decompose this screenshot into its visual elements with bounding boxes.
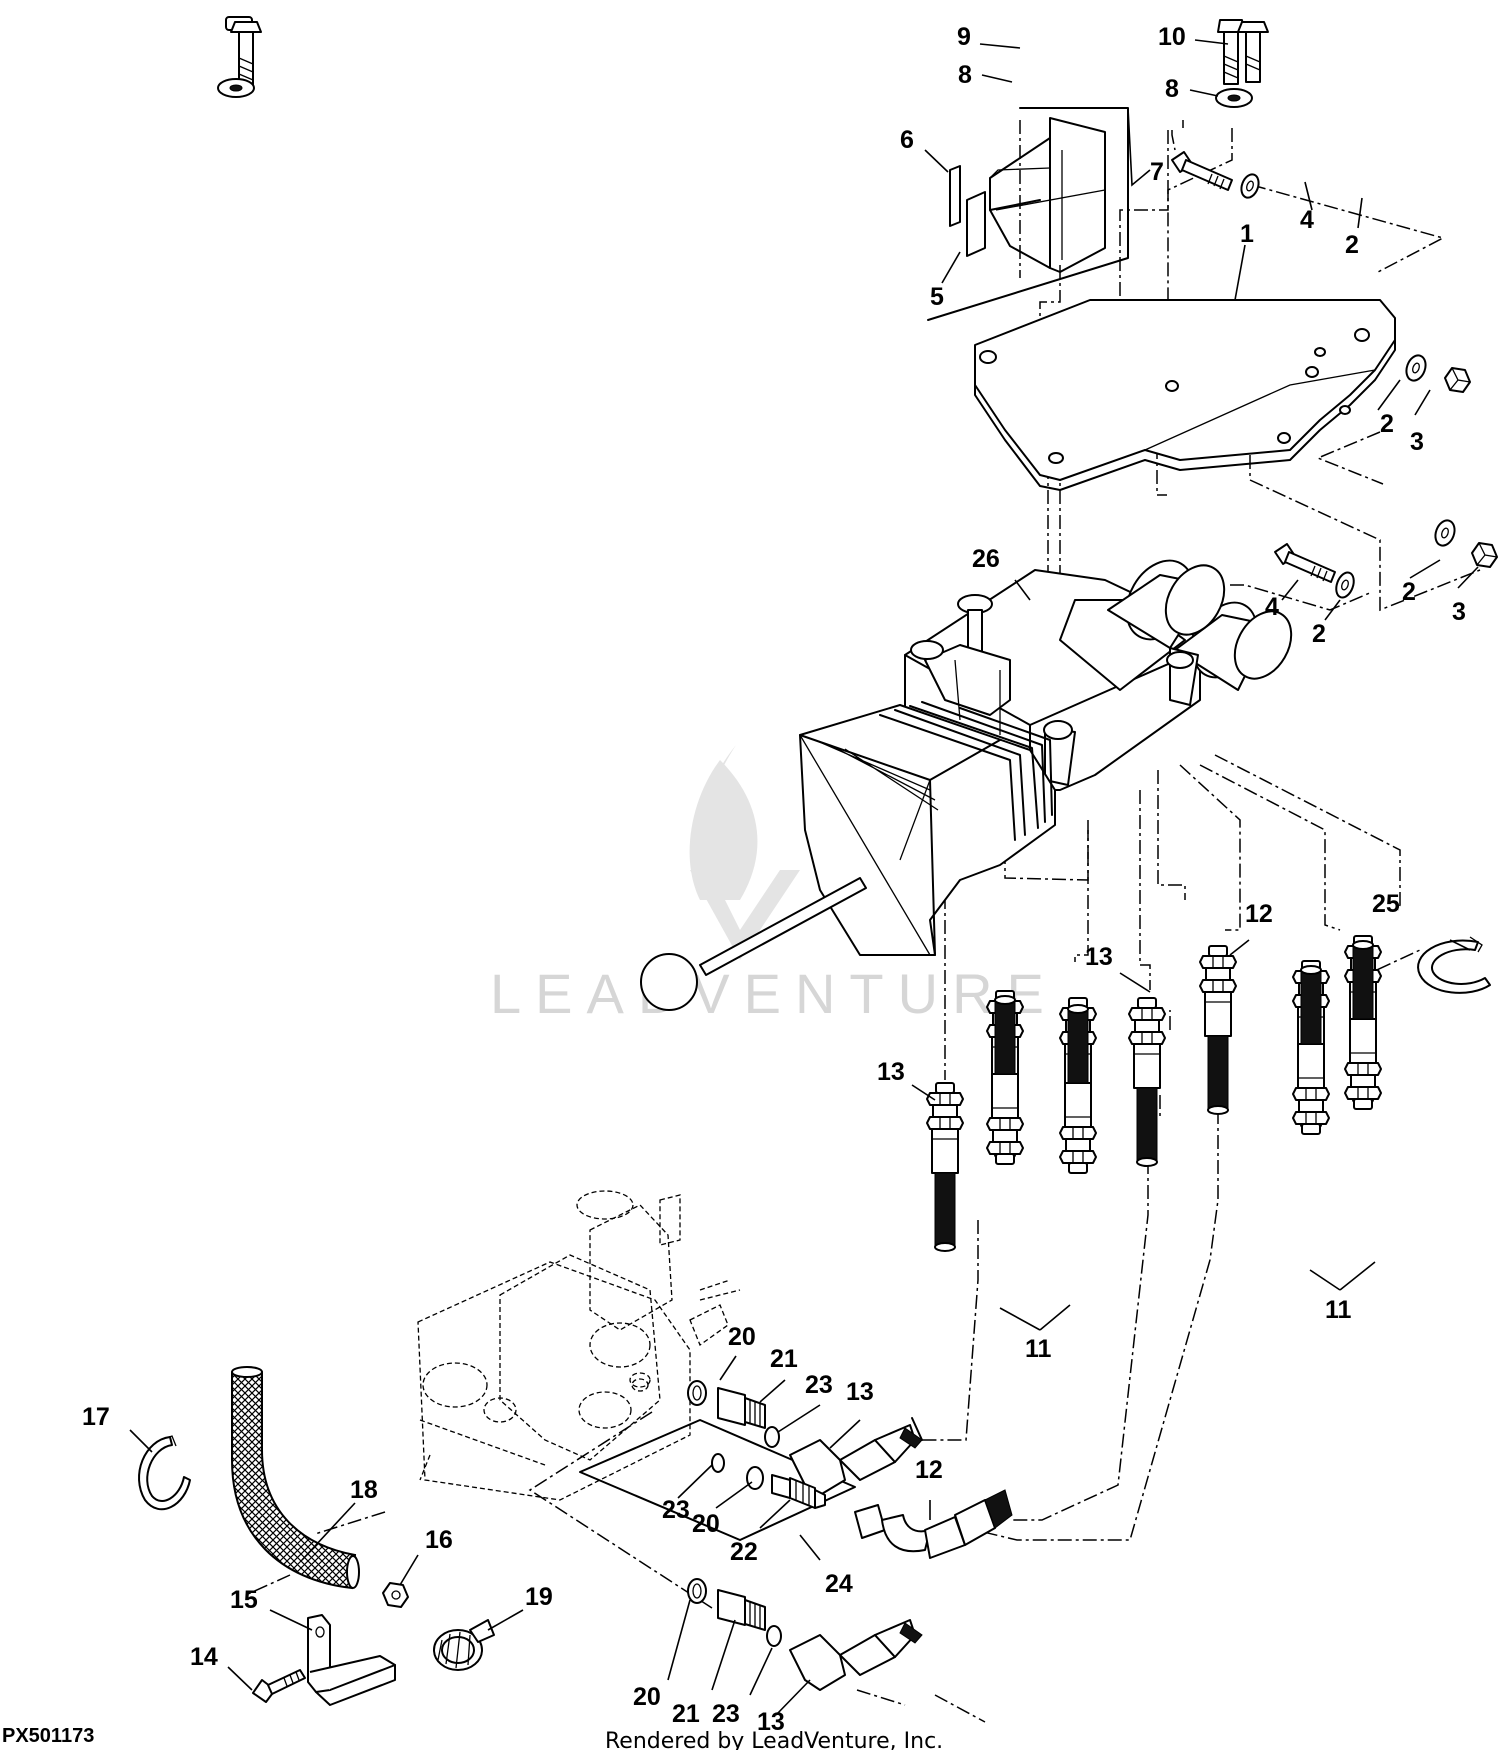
callout-13: 13 — [846, 1378, 874, 1406]
callout-3: 3 — [1410, 428, 1424, 456]
callout-12: 12 — [1245, 900, 1273, 928]
callout-3: 3 — [1452, 598, 1466, 626]
callout-26: 26 — [972, 545, 1000, 573]
elbow-13-bottom-icon — [789, 1619, 923, 1691]
hose-11-d-icon — [1344, 935, 1382, 1110]
figure-id: PX501173 — [2, 1725, 94, 1747]
watermark-text: LEADVENTURE — [490, 962, 1058, 1025]
pump-housing-icon — [417, 1190, 741, 1501]
o-ring-20-lower-icon — [687, 1578, 707, 1604]
callout-6: 6 — [900, 126, 914, 154]
callout-16: 16 — [425, 1526, 453, 1554]
nut-3-icon — [1444, 367, 1471, 393]
plate-1-icon — [974, 299, 1396, 491]
callout-12: 12 — [915, 1456, 943, 1484]
callout-4: 4 — [1265, 593, 1279, 621]
fitting-21-lower-icon — [717, 1589, 766, 1631]
washer-2-icon — [1240, 173, 1260, 199]
callout-1: 1 — [1240, 220, 1254, 248]
callout-leaders — [129, 39, 1479, 1716]
callout-13: 13 — [1085, 943, 1113, 971]
callout-2: 2 — [1402, 578, 1416, 606]
callout-9: 9 — [957, 23, 971, 51]
elbow-13-lower-icon — [789, 1417, 923, 1496]
callout-20: 20 — [728, 1323, 756, 1351]
o-ring-23-upper-icon — [764, 1426, 780, 1448]
hose-12-upper-icon — [1199, 945, 1237, 1115]
callout-4: 4 — [1300, 206, 1314, 234]
callout-20: 20 — [633, 1683, 661, 1711]
fitting-21-upper-icon — [717, 1387, 766, 1429]
o-ring-23-lower-icon — [766, 1625, 782, 1647]
o-ring-23-mid-icon — [711, 1453, 725, 1473]
hose-13-upper-left-icon — [926, 1082, 964, 1252]
callout-23: 23 — [805, 1371, 833, 1399]
washer-8-left-icon — [217, 78, 255, 98]
callout-10: 10 — [1158, 23, 1186, 51]
watermark-logo-icon — [689, 745, 800, 960]
callout-7: 7 — [1150, 158, 1164, 186]
clamp-17-icon — [138, 1435, 191, 1511]
elbow-12-lower-icon — [854, 1489, 1013, 1559]
assembly-lines — [247, 120, 1481, 1723]
callout-21: 21 — [770, 1345, 798, 1373]
o-ring-20-upper-icon — [687, 1380, 707, 1406]
shim-5-icon — [966, 191, 986, 257]
callout-18: 18 — [350, 1476, 378, 1504]
callout-17: 17 — [82, 1403, 110, 1431]
bolt-14-icon — [252, 1669, 306, 1703]
callout-2: 2 — [1380, 410, 1394, 438]
callout-25: 25 — [1372, 890, 1400, 918]
render-credit: Rendered by LeadVenture, Inc. — [605, 1729, 943, 1750]
washer-2-bottom-icon — [1335, 571, 1355, 599]
callout-15: 15 — [230, 1586, 258, 1614]
shim-6-icon — [949, 165, 961, 227]
nut-16-icon — [382, 1582, 409, 1608]
hose-13-upper-right-icon — [1128, 997, 1166, 1167]
callout-21: 21 — [672, 1700, 700, 1728]
callout-19: 19 — [525, 1583, 553, 1611]
control-valve-26-icon — [640, 559, 1293, 1011]
callout-11: 11 — [1025, 1335, 1052, 1363]
bracket-7-icon — [927, 107, 1129, 321]
callout-11: 11 — [1325, 1296, 1352, 1324]
bolt-9-icon — [230, 21, 262, 87]
hose-18-icon — [231, 1366, 360, 1590]
callout-2: 2 — [1345, 231, 1359, 259]
callouts: 1 2 2 2 2 3 3 4 4 5 6 7 8 8 9 10 11 11 1… — [82, 23, 1466, 1736]
snap-ring-25-icon — [1417, 936, 1491, 994]
bolt-4-top-icon — [1171, 151, 1233, 191]
callout-22: 22 — [730, 1538, 758, 1566]
washer-2-mid-icon — [1405, 354, 1427, 382]
kit-24-frame — [579, 1419, 856, 1541]
bolt-4-lower-icon — [1274, 543, 1336, 583]
callout-2: 2 — [1312, 620, 1326, 648]
callout-20: 20 — [692, 1510, 720, 1538]
part-9-bolt — [225, 16, 1245, 85]
callout-13: 13 — [757, 1708, 785, 1736]
bolt-10-icon — [1237, 21, 1269, 83]
hose-clamp-19-icon — [433, 1619, 495, 1671]
bracket-15-icon — [307, 1614, 396, 1706]
callout-24: 24 — [825, 1570, 853, 1598]
washer-2-lower-icon — [1434, 519, 1456, 547]
nut-3-lower-icon — [1471, 542, 1498, 568]
callout-13: 13 — [877, 1058, 905, 1086]
fitting-22-icon — [771, 1474, 826, 1509]
callout-8: 8 — [958, 61, 972, 89]
hose-11-c-icon — [1292, 960, 1330, 1135]
callout-14: 14 — [190, 1643, 218, 1671]
callout-23: 23 — [712, 1700, 740, 1728]
hose-11-a-icon — [986, 990, 1024, 1165]
hose-11-b-icon — [1059, 997, 1097, 1174]
callout-23: 23 — [662, 1496, 690, 1524]
callout-8: 8 — [1165, 75, 1179, 103]
callout-5: 5 — [930, 283, 944, 311]
o-ring-20-mid-icon — [746, 1466, 764, 1490]
washer-8-right-icon — [1215, 88, 1253, 108]
